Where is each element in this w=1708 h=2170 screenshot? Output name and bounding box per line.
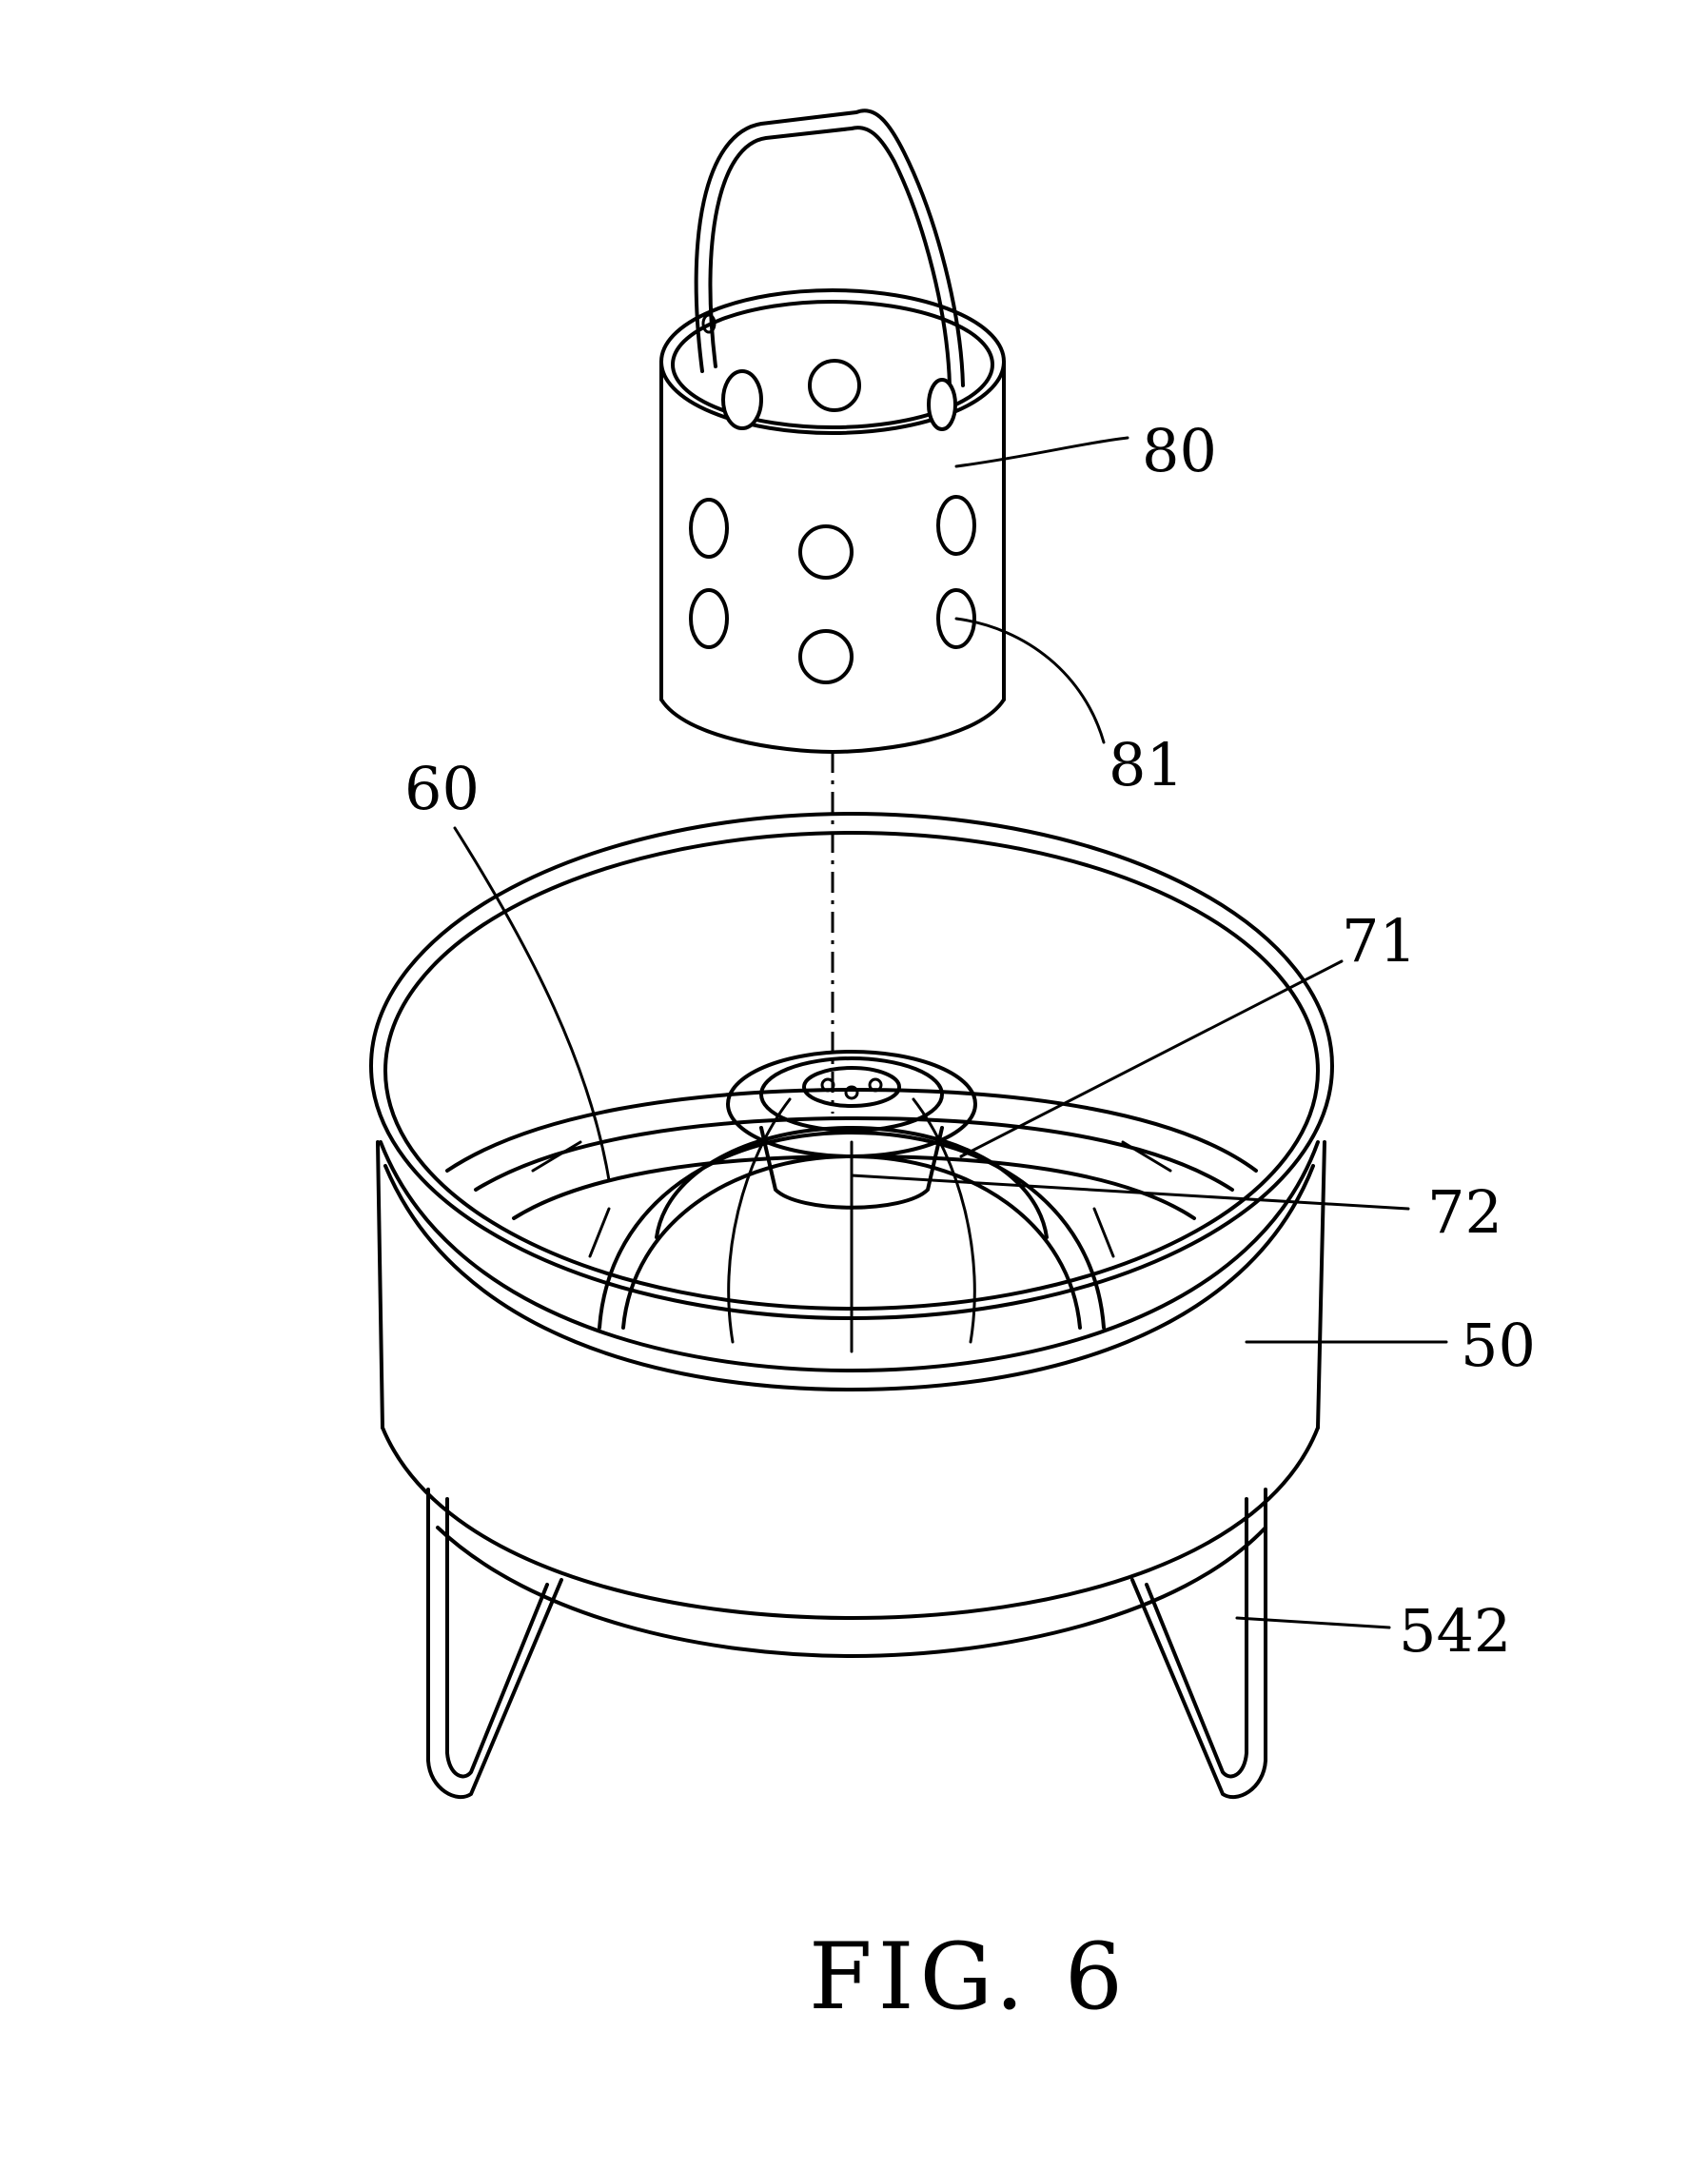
label-81: 81 [1109,730,1184,799]
label-60: 60 [404,754,480,823]
label-542: 542 [1399,1596,1511,1666]
label-71: 71 [1342,906,1417,976]
label-50: 50 [1461,1311,1536,1380]
label-80: 80 [1142,416,1217,485]
legs [428,1489,1266,1797]
perforated-basket [661,110,1004,752]
dome-cage [599,1052,1104,1351]
label-72: 72 [1427,1177,1502,1247]
figure-caption: FIG. 6 [809,1923,1129,2030]
